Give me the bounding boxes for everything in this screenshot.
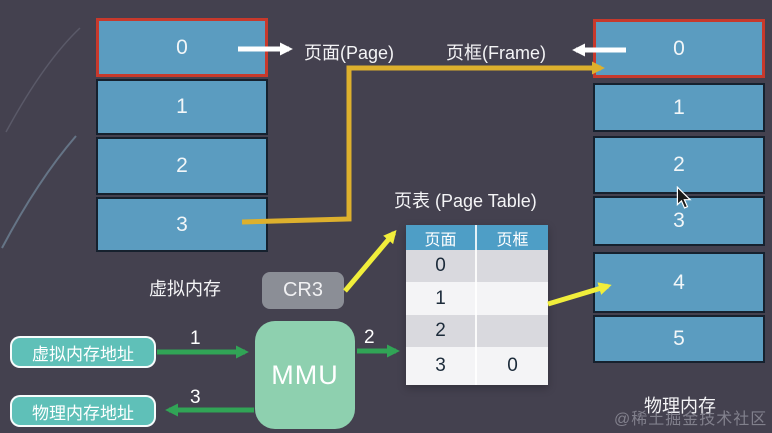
page-annotation-label: 页面(Page) [304,43,395,63]
page-table: 页面 页框 0 1 2 3 0 [406,225,548,385]
page-table-row: 0 [406,250,548,282]
frame-cell [477,282,548,315]
cr3-register-box: CR3 [262,272,344,309]
physical-frame-cell: 5 [593,315,765,363]
frame-cell [477,250,548,282]
watermark-text: @稀土掘金技术社区 [614,411,768,428]
physical-frame-cell: 4 [593,252,765,313]
physical-address-box: 物理内存地址 [10,395,156,427]
physical-frame-cell: 2 [593,136,765,194]
cr3-to-pagetable-arrow [343,230,397,293]
virtual-page-cell: 3 [96,197,268,252]
step-1-label: 1 [190,328,201,349]
mouse-cursor-icon [676,186,692,209]
frame-annotation-label: 页框(Frame) [446,43,546,63]
page-table-row: 1 [406,282,548,315]
physical-frame-cell: 1 [593,83,765,132]
page-table-row: 3 0 [406,347,548,385]
virtual-page-cell: 1 [96,79,268,135]
page-table-title: 页表 (Page Table) [394,191,537,211]
page-cell: 0 [406,250,477,282]
virtual-page-cell: 2 [96,137,268,195]
page-cell: 3 [406,347,477,385]
page-cell: 2 [406,315,477,347]
step-3-label: 3 [190,387,201,408]
page-cell: 1 [406,282,477,315]
page-table-header-page: 页面 [406,225,477,250]
page-table-header-row: 页面 页框 [406,225,548,250]
physical-frame-cell: 0 [593,19,765,78]
mmu-box: MMU [255,321,355,429]
page-table-header-frame: 页框 [496,231,529,249]
virtual-address-box: 虚拟内存地址 [10,336,156,368]
step-2-label: 2 [364,327,375,348]
page-table-row: 2 [406,315,548,347]
physical-memory-label: 物理内存 [644,396,716,416]
virtual-page-cell: 0 [96,18,268,77]
frame-cell [477,315,548,347]
virtual-memory-label: 虚拟内存 [149,279,221,299]
frame-cell: 0 [507,355,518,376]
